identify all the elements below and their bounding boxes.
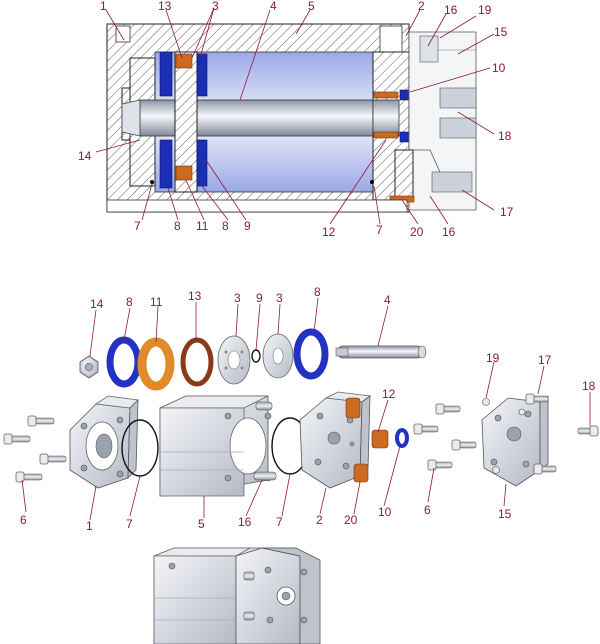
callout-8b: 8 [222,219,229,233]
callout-18: 18 [498,129,512,143]
callout-1: 1 [100,0,107,13]
callout-7: 7 [134,219,141,233]
callout-e3b: 3 [276,291,283,305]
callout-e17: 17 [538,353,552,367]
part-16-tie-rod [253,401,277,481]
callout-e6b: 6 [424,503,431,517]
callout-e16: 16 [238,515,252,529]
callout-8: 8 [174,219,181,233]
callout-13: 13 [158,0,172,13]
part-19-plugs [482,398,526,474]
callout-5: 5 [308,0,315,13]
exploded-callouts: 14 8 11 13 3 9 3 8 4 12 19 17 18 6 1 7 5… [20,285,596,533]
callout-4: 4 [270,0,277,13]
section-view [106,23,477,213]
part-3-piston-disc [217,335,251,385]
part-5-cylinder-barrel [159,395,272,497]
callout-15: 15 [494,25,508,39]
callout-e8: 8 [126,295,133,309]
callout-e4: 4 [384,293,391,307]
callout-e19: 19 [486,351,500,365]
callout-e10: 10 [378,505,392,519]
callout-9: 9 [244,219,251,233]
callout-e5: 5 [198,517,205,531]
callout-2: 2 [418,0,425,13]
callout-e11: 11 [150,295,163,309]
callout-14: 14 [78,149,92,163]
callout-e7: 7 [126,517,133,531]
callout-e7b: 7 [276,515,283,529]
callout-10: 10 [492,61,506,75]
callout-e3: 3 [234,291,241,305]
callout-16: 16 [444,3,458,17]
callout-12: 12 [322,225,336,239]
part-18-screw [577,425,599,437]
part-3-piston-disc-2 [262,333,294,379]
callout-11: 11 [196,219,209,233]
callout-19: 19 [478,3,492,17]
part-6-screws-left [3,415,67,483]
callout-e13: 13 [188,289,202,303]
callout-e1: 1 [86,519,93,533]
assembled-view [153,547,321,644]
part-9-o-ring [251,349,261,363]
callout-20: 20 [410,225,424,239]
callout-e6: 6 [20,513,27,527]
part-13-wear-ring [180,337,214,387]
callout-17: 17 [500,205,514,219]
section-callouts: 1 13 3 4 5 2 16 19 15 10 14 18 17 7 8 11… [78,0,514,239]
part-8-seal [106,336,142,388]
part-6-screws-right [413,403,477,471]
callout-e14: 14 [90,297,104,311]
callout-e15: 15 [498,507,512,521]
part-8-seal-2 [293,328,329,380]
part-11-bushing [137,337,175,391]
callout-16b: 16 [442,225,456,239]
part-10-seal [395,428,409,448]
callout-e8b: 8 [314,285,321,299]
exploded-leaders [21,297,591,521]
part-14-nut [79,355,99,379]
callout-e2: 2 [316,513,323,527]
callout-3: 3 [212,0,219,13]
callout-7b: 7 [376,223,383,237]
callout-e9: 9 [256,291,263,305]
part-4-piston-rod [335,345,427,359]
part-12-bushings [345,397,389,483]
callout-e18: 18 [582,379,596,393]
section-leaders [95,7,495,225]
callout-e20: 20 [344,513,358,527]
part-17-screws [525,393,557,475]
part-1-front-cover [69,395,139,489]
callout-e12: 12 [382,387,396,401]
exploded-view [3,328,599,497]
